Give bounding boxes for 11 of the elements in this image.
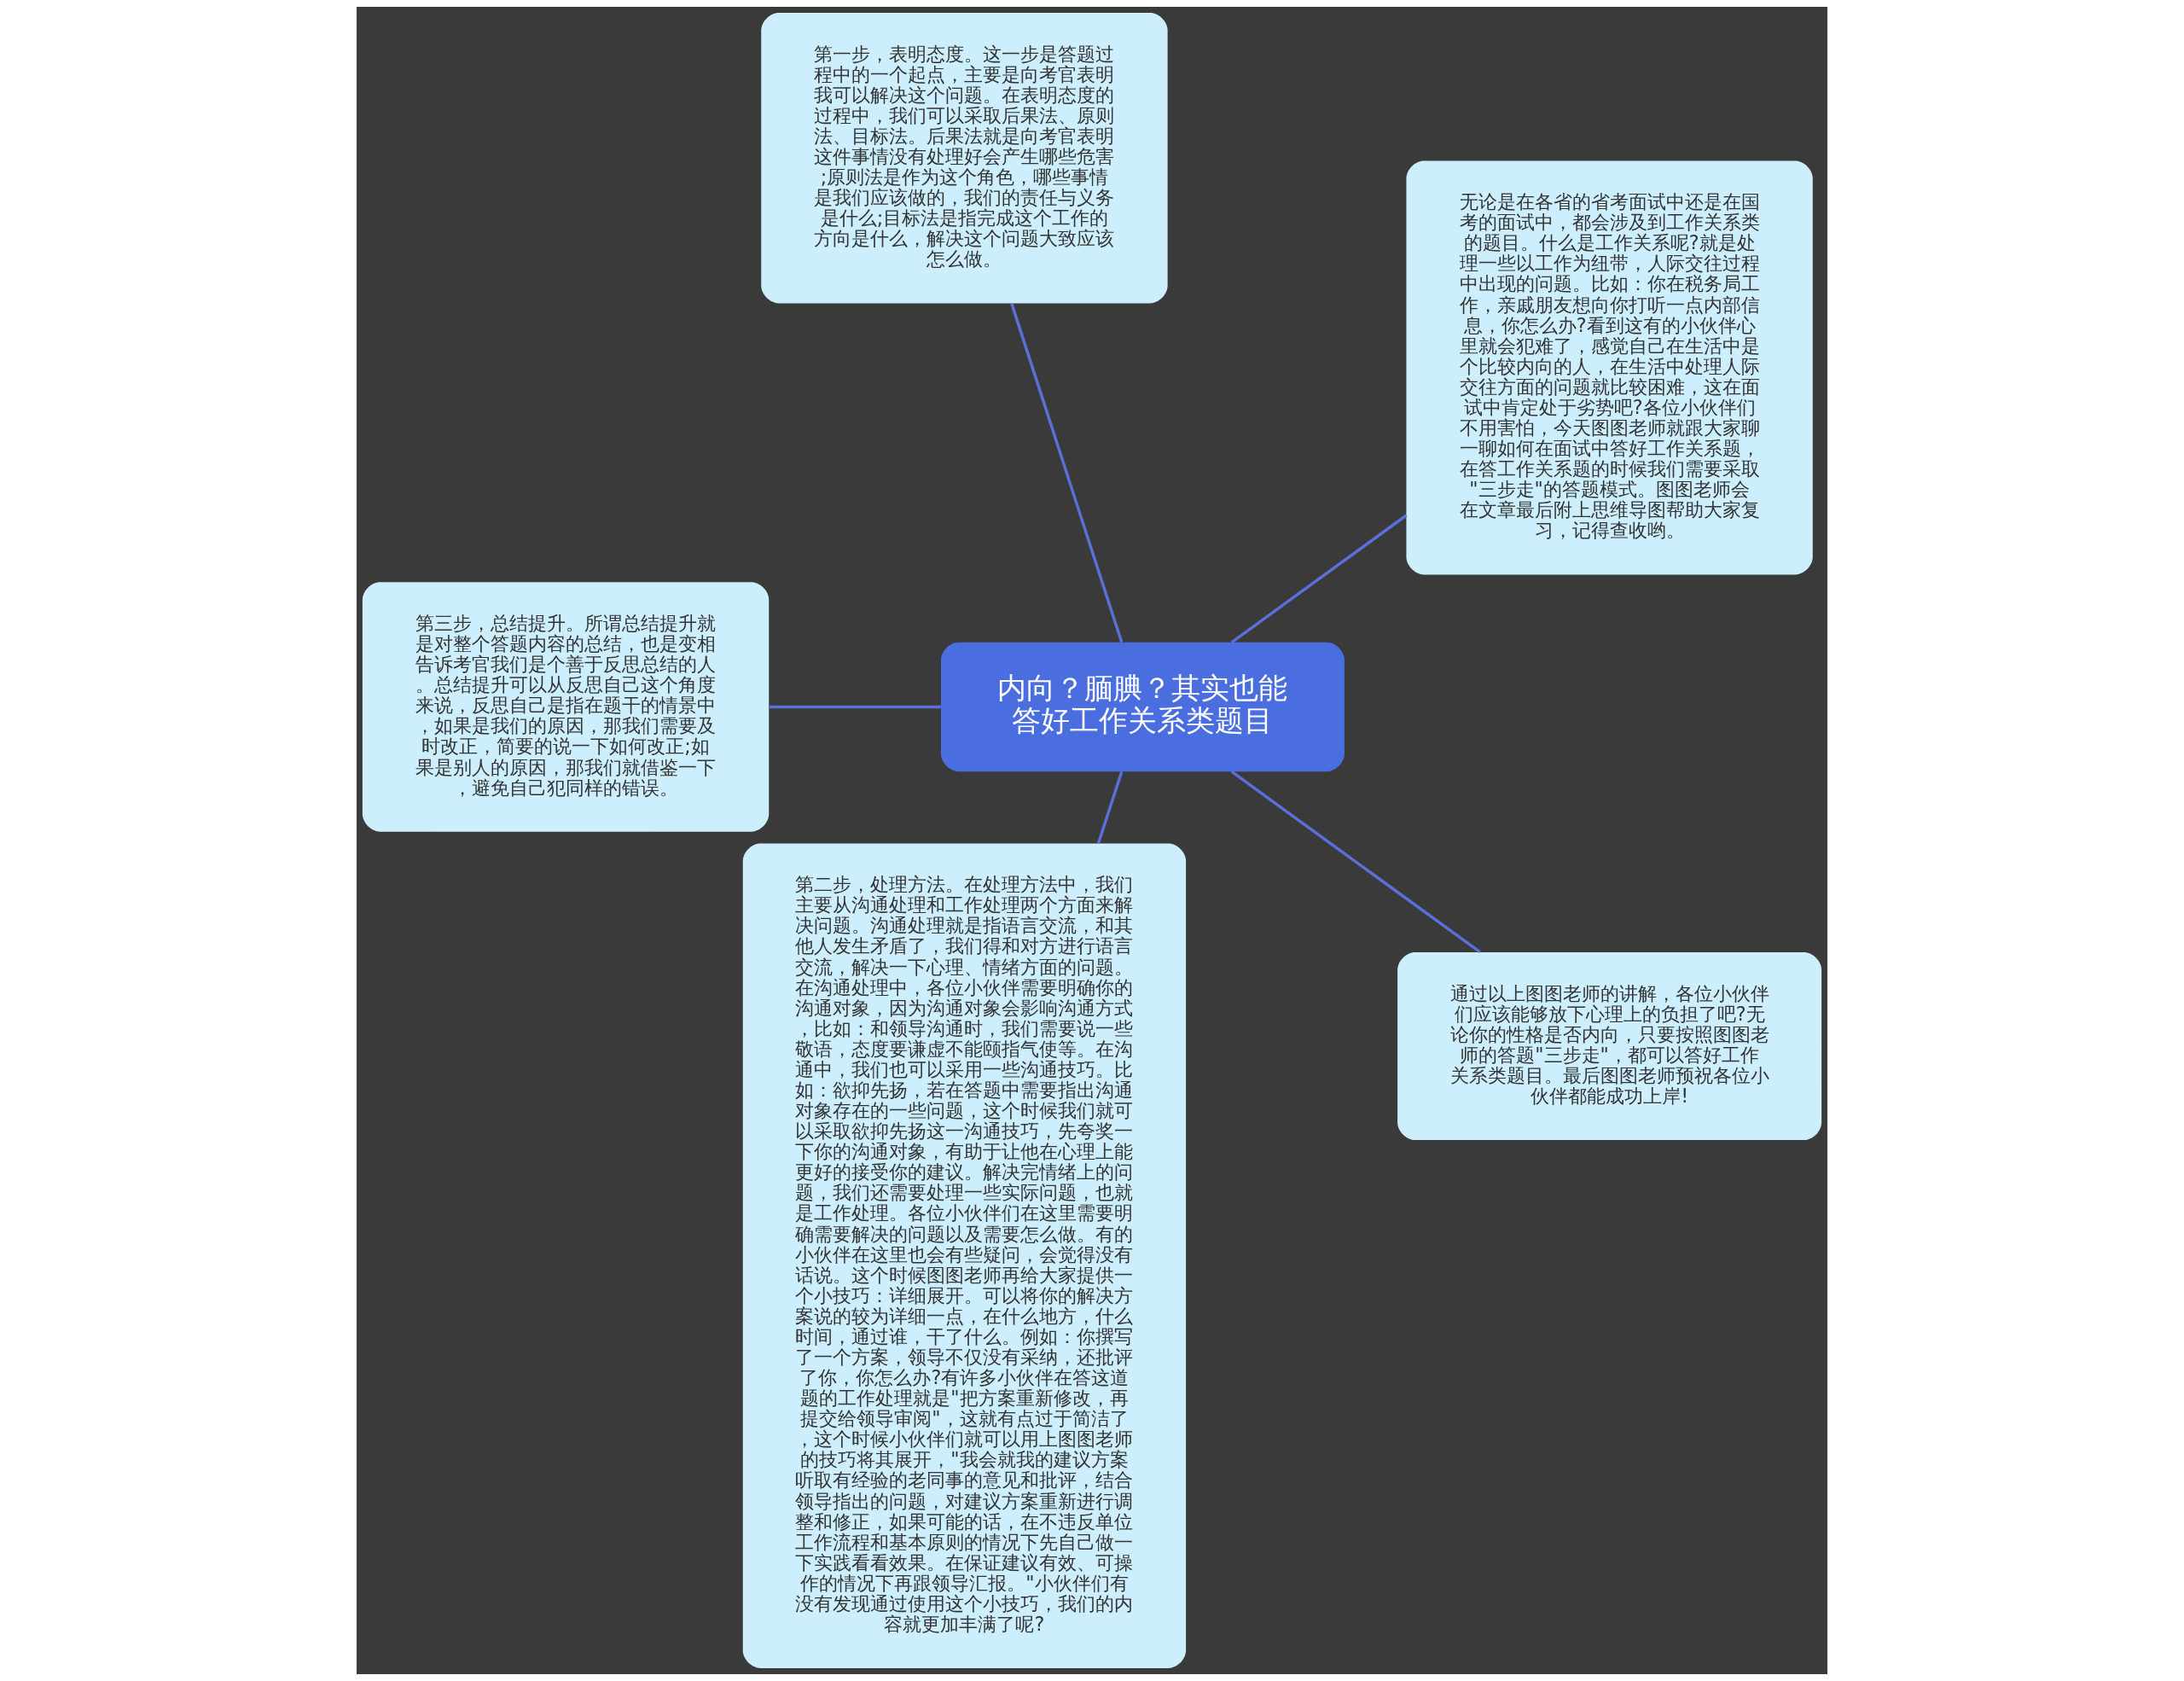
connector — [1010, 303, 1124, 643]
connector — [1096, 771, 1124, 844]
connector — [1230, 770, 1481, 954]
node-box: 第二步，处理方法。在处理方法中，我们主要从沟通处理和工作处理两个方面来解决问题。沟通处理就是指语言交流，和其他人发生矛盾了，我们得和对方进行语言交流，解决一下心理、情绪方面的问题。在沟通处理中，各位小伙伴需要明确你的沟通对象，因为沟通对象会影响沟通方式，比如：和领导沟通时，我们需要说一些敬语，态度要谦虚不能颐指气使等。在沟通中，我们也可以采用一些沟通技巧。比如：欲抑先扬，若在答题中需要指出沟通对象存在的一些问题，这个时候我们就可以采取欲抑先扬这一沟通技巧，先夸奖一下你的沟通对象，有助于让他在心理上能更好的接受你的建议。解决完情绪上的问题，我们还需要处理一些实际问题，也就是工作处理。各位小伙伴们在这里需要明确需要解决的问题以及需要怎么做。有的小伙伴在这里也会有些疑问，会觉得没有话说。这个时候图图老师再给大家提供一个小技巧：详细展开。可以将你的解决方案说的较为详细一点，在什么地方，什么时间，通过谁，干了什么。例如：你撰写了一个方案，领导不仅没有采纳，还批评了你，你怎么办?有许多小伙伴在答这道题的工作处理就是"把方案重新修改，再提交给领导审阅"，这就有点过于简洁了，这个时候小伙伴们就可以用上图图老师的技巧将其展开，"我会就我的建议方案听取有经验的老同事的意见和批评，结合领导指出的问题，对建议方案重新进行调整和修正，如果可能的话，在不违反单位工作流程和基本原则的情况下先自己做一下实践看看效果。在保证建议有效、可操作的情况下再跟领导汇报。"小伙伴们有没有发现通过使用这个小技巧，我们的内容就更加丰满了呢? — [742, 843, 1187, 1668]
node-box: 第一步，表明态度。这一步是答题过程中的一个起点，主要是向考官表明我可以解决这个问题。在表明态度的过程中，我们可以采取后果法、原则法、目标法。后果法就是向考官表明这件事情没有处理好会产生哪些危害;原则法是作为这个角色，哪些事情是我们应该做的，我们的责任与义务是什么;目标法是指完成这个工作的方向是什么，解决这个问题大致应该怎么做。 — [761, 13, 1168, 304]
connector — [769, 705, 941, 709]
connector — [1230, 514, 1408, 644]
node-box: 第三步，总结提升。所谓总结提升就是对整个答题内容的总结，也是变相告诉考官我们是个善于反思总结的人。总结提升可以从反思自己这个角度来说，反思自己是指在题干的情景中，如果是我们的原因，那我们需要及时改正，简要的说一下如何改正;如果是别人的原因，那我们就借鉴一下，避免自己犯同样的错误。 — [362, 582, 770, 832]
node-box: 无论是在各省的省考面试中还是在国考的面试中，都会涉及到工作关系类的题目。什么是工作关系呢?就是处理一些以工作为纽带，人际交往过程中出现的问题。比如：你在税务局工作，亲戚朋友想向你打听一点内部信息，你怎么办?看到这有的小伙伴心里就会犯难了，感觉自己在生活中是个比较内向的人，在生活中处理人际交往方面的问题就比较困难，这在面试中肯定处于劣势吧?各位小伙伴们不用害怕，今天图图老师就跟大家聊一聊如何在面试中答好工作关系题，在答工作关系题的时候我们需要采取"三步走"的答题模式。图图老师会在文章最后附上思维导图帮助大家复习，记得查收哟。 — [1406, 160, 1813, 575]
node-box: 通过以上图图老师的讲解，各位小伙伴们应该能够放下心理上的负担了吧?无论你的性格是否内向，只要按照图图老师的答题"三步走"，都可以答好工作关系类题目。最后图图老师预祝各位小伙伴都能成功上岸! — [1397, 952, 1822, 1141]
node-box: 内向？腼腆？其实也能答好工作关系类题目 — [940, 642, 1345, 772]
